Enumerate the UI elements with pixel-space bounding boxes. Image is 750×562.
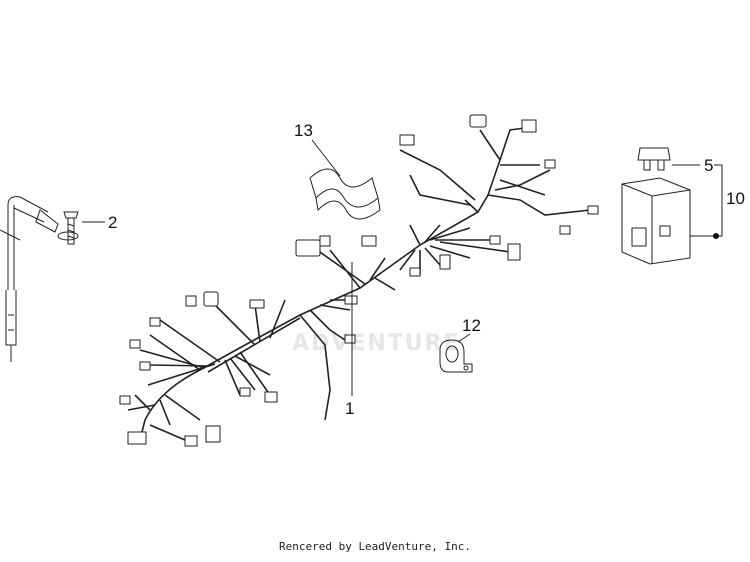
control-module-part[interactable] [621,177,691,265]
leader-line-12 [457,333,471,343]
callout-5[interactable]: 5 [704,156,713,175]
bracket-10 [714,164,723,237]
callout-13[interactable]: 13 [294,121,313,140]
leader-dot-10 [713,233,719,239]
clamp-part[interactable] [439,339,473,373]
callout-10[interactable]: 10 [726,189,745,208]
leader-line-13 [311,139,341,177]
bolt-part[interactable] [63,211,79,245]
callout-12[interactable]: 12 [462,316,481,335]
harness-connectors [119,114,599,447]
ground-cable-part[interactable] [0,196,79,362]
callout-1[interactable]: 1 [345,399,354,418]
wiring-harness-part[interactable] [119,114,599,447]
watermark-text: ADVENTURE [292,331,461,356]
footer-credit: Rencered by LeadVenture, Inc. [278,540,472,553]
fuse-part[interactable] [637,147,671,171]
callout-2[interactable]: 2 [108,213,117,232]
sheet-part[interactable] [309,168,381,220]
